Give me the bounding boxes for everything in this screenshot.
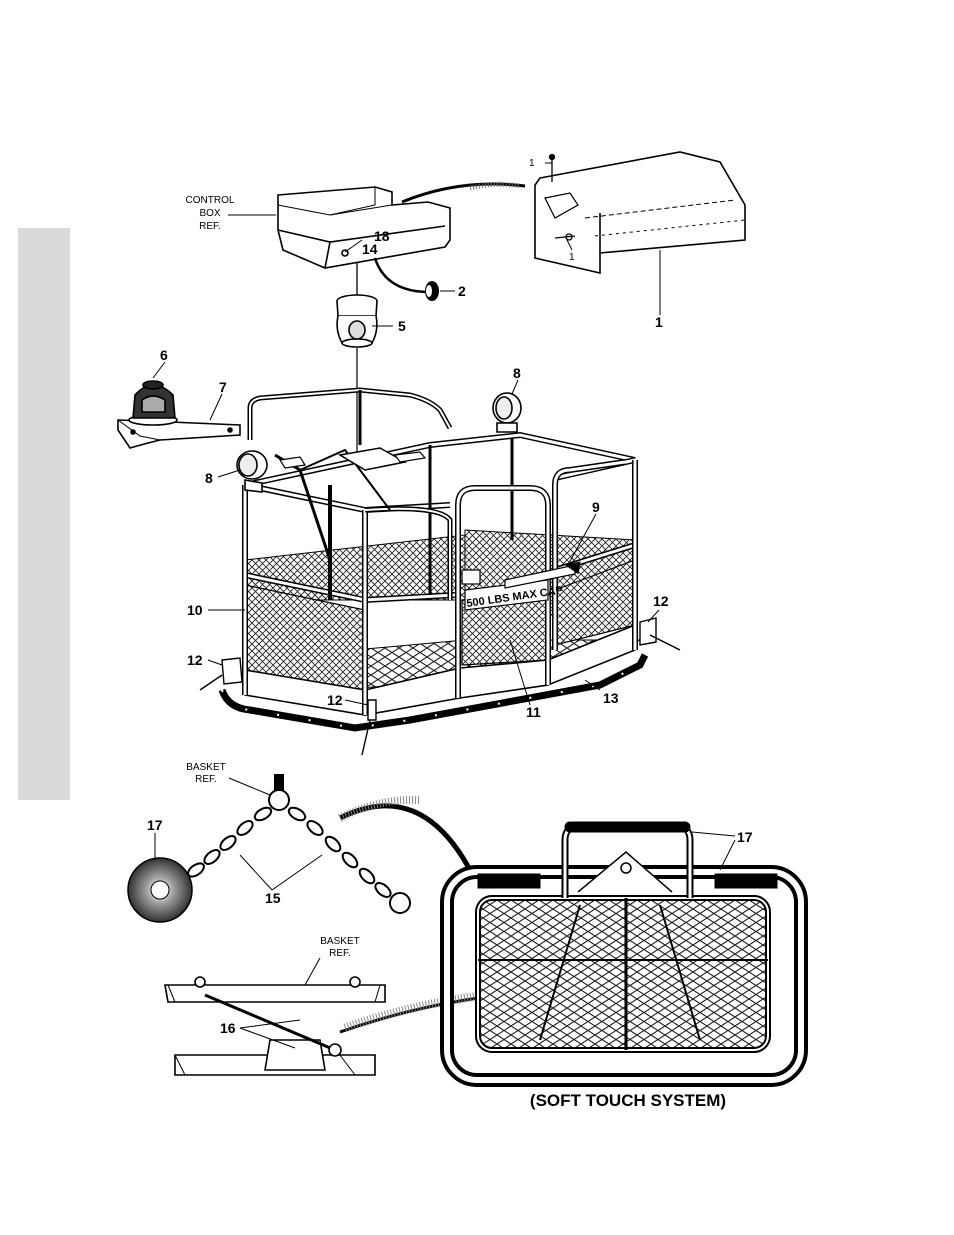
callout-13: 13 <box>603 690 619 706</box>
control-box-ref-line1: CONTROL <box>186 195 235 206</box>
basket-ref-bracket-line2: REF. <box>329 948 351 959</box>
control-box-cover <box>535 152 745 273</box>
callout-1-cover: 1 <box>655 314 663 330</box>
basket-ref-chain-line1: BASKET <box>186 762 225 773</box>
callout-8-right: 8 <box>513 365 521 381</box>
soft-pad <box>128 858 192 922</box>
callout-1-screw-top: 1 <box>529 158 535 169</box>
callout-7: 7 <box>219 379 227 395</box>
callout-9: 9 <box>592 499 600 515</box>
callout-12-left: 12 <box>187 652 203 668</box>
callout-12-right: 12 <box>653 593 669 609</box>
soft-touch-view <box>447 822 801 1080</box>
warning-light <box>129 381 177 425</box>
basket-ref-chain-line2: REF. <box>195 774 217 785</box>
callout-17-left: 17 <box>147 817 163 833</box>
basket-ref-bracket-line1: BASKET <box>320 936 359 947</box>
beacon-base <box>337 295 377 347</box>
control-box-ref-line2: BOX <box>199 208 220 219</box>
basket <box>222 390 645 728</box>
callout-5: 5 <box>398 318 406 334</box>
callout-6: 6 <box>160 347 168 363</box>
callout-17-right: 17 <box>737 829 753 845</box>
control-box-ref-line3: REF. <box>199 221 221 232</box>
callout-11: 11 <box>526 704 541 720</box>
callout-15: 15 <box>265 890 281 906</box>
switch <box>425 281 439 301</box>
mount-bracket <box>165 977 385 1075</box>
tether-chain <box>186 775 410 913</box>
callout-12-front: 12 <box>327 692 343 708</box>
callout-1-screw-side: 1 <box>569 252 575 263</box>
callout-10: 10 <box>187 602 203 618</box>
soft-touch-caption: (SOFT TOUCH SYSTEM) <box>530 1091 726 1110</box>
callout-16: 16 <box>220 1020 236 1036</box>
callout-18: 18 <box>374 228 390 244</box>
callout-2: 2 <box>458 283 466 299</box>
callout-8-left: 8 <box>205 470 213 486</box>
